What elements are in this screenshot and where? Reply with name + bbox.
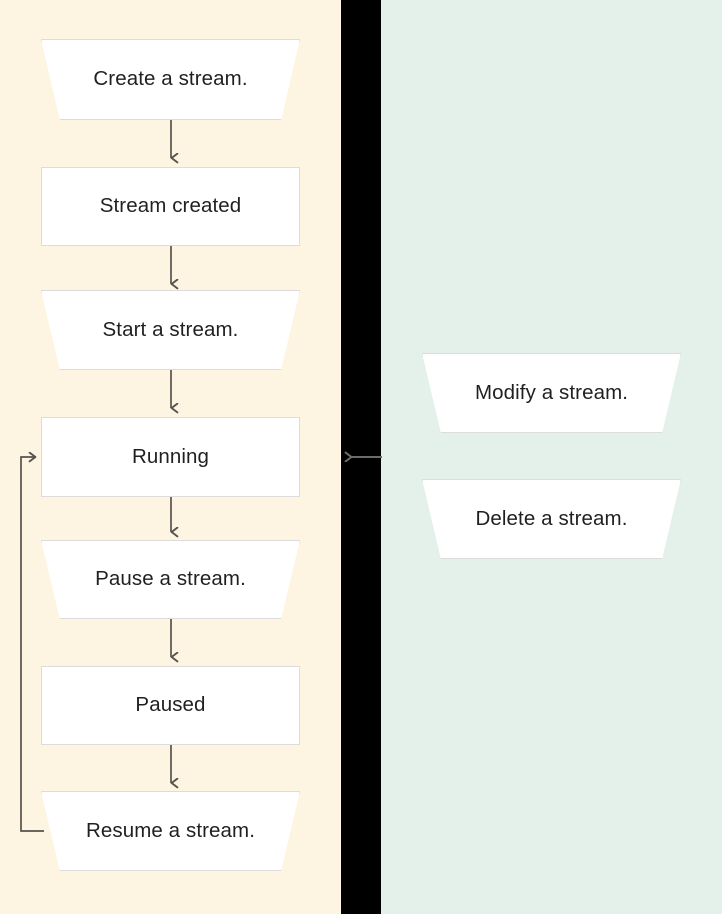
trapezoid-shape — [422, 479, 681, 559]
node-label: Paused — [135, 693, 206, 717]
trapezoid-shape — [41, 540, 300, 619]
node-label: Modify a stream. — [474, 380, 629, 404]
node-label: Create a stream. — [93, 67, 248, 91]
node-resume-a-stream[interactable]: Resume a stream. — [41, 791, 300, 871]
trapezoid-shape — [41, 791, 300, 871]
node-label: Stream created — [99, 194, 242, 218]
node-pause-a-stream[interactable]: Pause a stream. — [41, 540, 300, 619]
node-stream-created[interactable]: Stream created — [41, 167, 300, 246]
node-create-a-stream[interactable]: Create a stream. — [41, 39, 300, 120]
trapezoid-shape — [422, 353, 681, 433]
node-modify-a-stream[interactable]: Modify a stream. — [422, 353, 681, 433]
node-running[interactable]: Running — [41, 417, 300, 497]
node-label: Start a stream. — [102, 317, 239, 341]
node-start-a-stream[interactable]: Start a stream. — [41, 290, 300, 370]
node-paused[interactable]: Paused — [41, 666, 300, 745]
node-delete-a-stream[interactable]: Delete a stream. — [422, 479, 681, 559]
stream-operations-panel — [381, 0, 722, 914]
node-label: Pause a stream. — [95, 567, 246, 591]
node-label: Delete a stream. — [475, 506, 628, 530]
node-label: Running — [131, 444, 210, 468]
node-label: Resume a stream. — [85, 818, 256, 842]
edge-resume-to-running-feedback — [20, 457, 44, 832]
